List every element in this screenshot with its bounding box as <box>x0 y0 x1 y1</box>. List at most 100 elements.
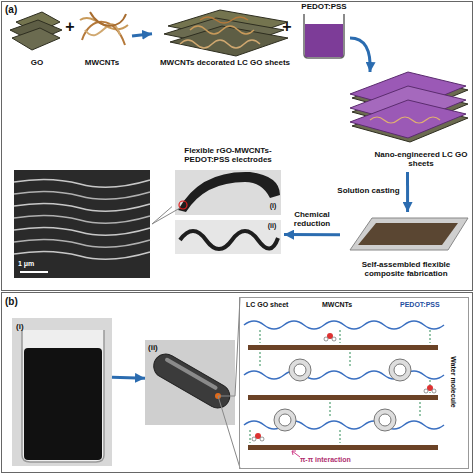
nanotube-section <box>289 359 311 381</box>
water-hydrogen <box>424 389 428 393</box>
vial <box>149 350 234 413</box>
plus-sign: + <box>279 18 295 36</box>
sem-layer <box>14 239 150 247</box>
electrode-photo: Flexible rGO-MWCNTs-PEDOT:PSS electrodes… <box>172 145 284 257</box>
nanotube <box>90 12 126 26</box>
water-hydrogen <box>252 437 256 441</box>
nanotube <box>190 26 254 34</box>
product-label: Flexible rGO-MWCNTs-PEDOT:PSS electrodes <box>170 146 286 164</box>
dispersion <box>24 348 102 460</box>
sem-layer <box>14 227 150 235</box>
sem-layer <box>14 203 150 211</box>
material-label: Nano-engineered LC GO sheets <box>372 150 470 168</box>
nanotube-section <box>389 359 411 381</box>
sem-layer <box>14 191 150 199</box>
nanotube-section <box>274 409 296 431</box>
scale-bar <box>20 271 48 273</box>
vial-highlight <box>164 357 218 390</box>
go-layer <box>248 445 438 450</box>
sem-image <box>14 170 150 278</box>
nanotube-section <box>394 364 406 376</box>
nanotube-section <box>294 364 306 376</box>
panel-letter: (a) <box>5 4 29 16</box>
water-hydrogen <box>332 337 336 341</box>
sub-label: (i) <box>16 322 32 331</box>
zoom-line <box>235 298 240 396</box>
sub-label: (ii) <box>264 222 280 230</box>
water-hydrogen <box>324 337 328 341</box>
panel-frame: (b) (i) (ii) LC GO sheet MWCNTs PEDOT:PSS Wate… <box>2 293 472 472</box>
sem-layer <box>14 251 150 259</box>
sub-label: (ii) <box>148 343 166 352</box>
nanotube-section <box>374 409 396 431</box>
casting-tray <box>350 218 468 250</box>
step-label: Chemical reduction <box>284 210 340 228</box>
beaker <box>22 330 104 462</box>
process-label: Self-assembled flexible composite fabric… <box>342 260 470 278</box>
photo-background <box>175 170 281 215</box>
beaker-photo: (i) <box>12 318 112 466</box>
hydrogen-bond <box>250 330 430 443</box>
zoom-line <box>218 396 240 468</box>
process-item: Self-assembled flexible composite fabric… <box>340 212 470 288</box>
sem-layer <box>14 179 150 187</box>
water-hydrogen <box>432 389 436 393</box>
electrode-film <box>180 231 278 249</box>
panel-frame: (a)GOMWCNTsMWCNTs decorated LC GO sheets… <box>2 2 472 290</box>
water-hydrogen <box>260 437 264 441</box>
nanotube <box>180 40 260 48</box>
material-item: MWCNTs decorated LC GO sheets <box>152 4 298 70</box>
material-label: GO <box>4 58 70 67</box>
material-label: MWCNTs decorated LC GO sheets <box>150 58 300 67</box>
zoom-line <box>152 208 180 224</box>
step-label: Solution casting <box>328 186 400 195</box>
schematic-box: LC GO sheet MWCNTs PEDOT:PSS Water molecule… <box>240 298 468 468</box>
component-label: π-π interaction <box>300 456 390 464</box>
sub-label: (i) <box>266 202 280 210</box>
nanotube <box>80 18 128 29</box>
nanotube-section <box>279 414 291 426</box>
pedot-chain <box>244 321 444 329</box>
sem-micrograph: 1 μm <box>12 168 152 280</box>
zoom-marker <box>179 201 187 209</box>
material-item: PEDOT:PSS <box>298 2 350 62</box>
vial-photo: (ii) <box>145 340 235 425</box>
process-arrow <box>284 233 340 236</box>
nanotube <box>370 117 440 123</box>
material-item: MWCNTs <box>72 8 132 70</box>
pedot-solution <box>305 24 343 57</box>
material-label: PEDOT:PSS <box>292 2 356 11</box>
coated-sheet <box>350 100 466 138</box>
process-arrow <box>112 377 145 378</box>
material-item: Nano-engineered LC GO sheets <box>345 72 470 172</box>
go-layer <box>248 345 438 350</box>
go-layer <box>248 395 438 400</box>
pi-interaction-pointer <box>292 451 300 457</box>
panel-letter: (b) <box>5 296 29 308</box>
process-arrow <box>132 34 152 36</box>
electrode-film <box>178 172 280 212</box>
nanotube <box>200 17 248 23</box>
pedot-chain <box>244 371 444 379</box>
composite-film <box>358 223 458 245</box>
zoom-line <box>152 207 172 224</box>
photo-background <box>12 318 112 466</box>
material-item: GO <box>8 8 66 70</box>
process-arrow <box>350 38 370 72</box>
sem-layer <box>14 215 150 223</box>
scale-label: 1 μm <box>18 260 52 268</box>
component-label: PEDOT:PSS <box>400 301 456 309</box>
go-sheet <box>170 26 288 56</box>
process-arrow <box>406 172 409 212</box>
component-label: LC GO sheet <box>246 301 306 309</box>
zoom-line <box>218 396 235 397</box>
photo-background <box>175 220 281 254</box>
beaker <box>304 14 344 58</box>
component-label: MWCNTs <box>322 301 372 309</box>
plus-sign: + <box>62 18 78 36</box>
go-sheet <box>12 28 60 50</box>
component-label: Water molecule <box>449 347 457 417</box>
